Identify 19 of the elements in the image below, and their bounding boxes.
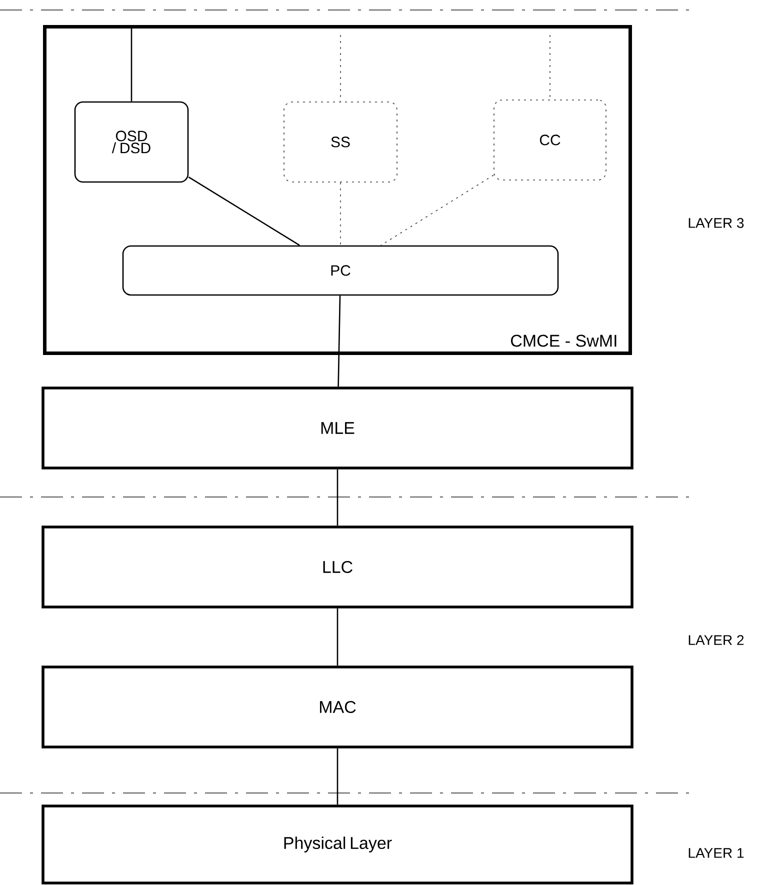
entity-box: CC bbox=[494, 100, 606, 180]
layer-box: LLC bbox=[42, 526, 634, 608]
connector-line bbox=[336, 608, 338, 666]
entity-box: PC bbox=[122, 245, 559, 296]
entity-box: OSD / DSD bbox=[74, 101, 189, 183]
connector-line bbox=[340, 182, 341, 246]
connector-line bbox=[338, 296, 341, 387]
layer-box: Physical Layer bbox=[42, 804, 634, 884]
layer-label: LAYER 1 bbox=[688, 848, 744, 858]
connector-line bbox=[336, 748, 338, 805]
connector-line bbox=[188, 176, 300, 246]
connector-line bbox=[380, 174, 494, 246]
connector-line bbox=[340, 34, 341, 102]
layer-label: LAYER 3 bbox=[688, 218, 744, 228]
entity-box: SS bbox=[284, 102, 398, 182]
layer-box: MAC bbox=[42, 666, 634, 748]
layer-label: LAYER 2 bbox=[688, 635, 744, 645]
layer-box: MLE bbox=[42, 386, 634, 470]
connector-line bbox=[336, 469, 338, 526]
